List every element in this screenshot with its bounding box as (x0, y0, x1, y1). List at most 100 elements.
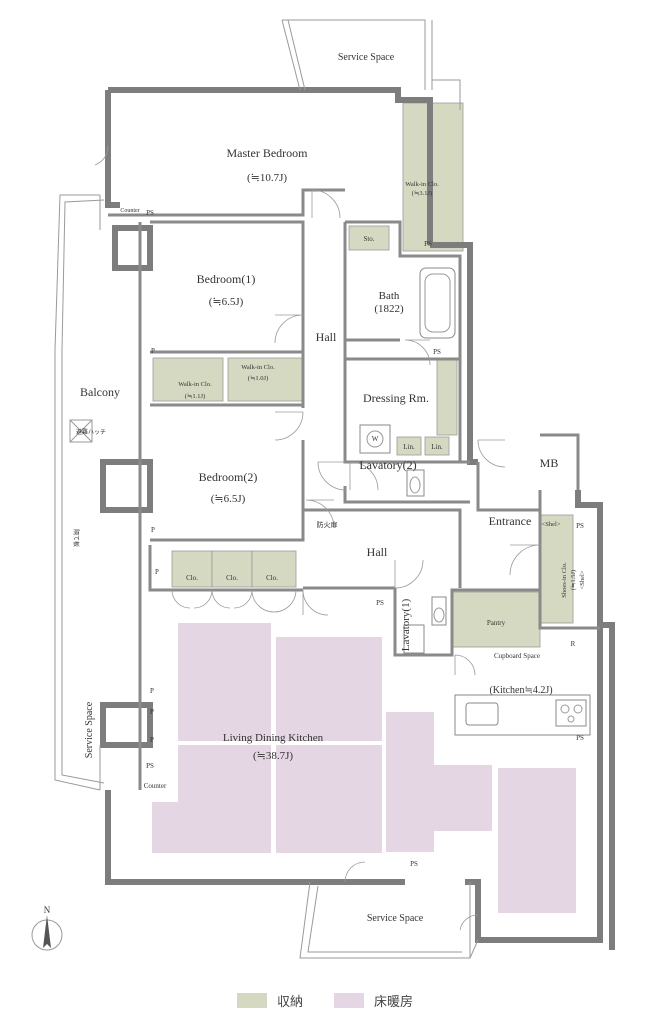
door-hall (317, 461, 347, 491)
ldk-label: Living Dining Kitchen (223, 732, 324, 744)
closet-2 (211, 550, 253, 588)
lin1-label: Lin. (403, 443, 415, 451)
r-label: R (571, 640, 576, 648)
storage-lin-1 (396, 436, 422, 456)
door-balcony-top (94, 144, 109, 166)
master-bedroom-label: Master Bedroom (227, 146, 309, 160)
service-space-bottom-label: Service Space (367, 913, 424, 924)
bath-size: (1822) (374, 303, 404, 315)
entrance-label: Entrance (489, 514, 532, 528)
legend-floor-heating: 床暖房 (334, 991, 413, 1010)
kitchen-label: (Kitchen≒4.2J) (489, 685, 552, 696)
walkin-closet-a (152, 357, 224, 402)
shel-bottom-label: <Shel> (579, 570, 586, 589)
ps-label: PS (376, 599, 384, 607)
evac-hatch-label: 避難ハッチ (76, 428, 106, 436)
walkin-a-size: (≒1.1J) (185, 393, 205, 400)
w-label: W (372, 435, 379, 443)
legend-storage-label: 収納 (277, 995, 304, 1010)
evacuation-hatch (69, 419, 93, 443)
door-pantry (454, 654, 476, 676)
legend-storage-swatch (237, 993, 267, 1008)
door-bedroom2 (274, 411, 304, 441)
door-closet-left (171, 589, 213, 609)
floor-heating-zones (152, 623, 576, 913)
p-label: P (150, 708, 154, 716)
ps-label: PS (433, 348, 441, 356)
door-service-bottom (344, 861, 366, 883)
pantry-label: Pantry (487, 619, 506, 627)
heat-zone (152, 802, 178, 853)
ps-label: PS (576, 522, 584, 530)
room-labels: Service Space Master Bedroom (≒10.7J) Wa… (44, 52, 586, 924)
shel-top-label: <Shel> (542, 521, 561, 528)
bedroom2-size: (≒6.5J) (211, 493, 246, 505)
bedroom2-label: Bedroom(2) (199, 470, 258, 484)
sink (465, 702, 499, 726)
clo1-label: Clo. (186, 574, 198, 582)
p-label: P (151, 347, 155, 355)
legend-storage: 収納 (237, 991, 303, 1010)
door-bedroom1 (274, 314, 304, 344)
heat-zone (178, 745, 271, 853)
p-label: P (150, 736, 154, 744)
sto-label: Sto. (363, 235, 374, 243)
pantry (451, 591, 541, 648)
storage-lin-2 (424, 436, 450, 456)
counter-bottom-label: Counter (144, 782, 167, 790)
service-space-left-label: Service Space (84, 701, 95, 758)
fire-door-label: 防火扉 (317, 520, 338, 529)
ps-label: PS (146, 209, 154, 217)
mb-label: MB (540, 456, 559, 470)
storage-dressing (436, 359, 458, 436)
door-mb (477, 439, 506, 468)
ldk-size: (≒38.7J) (253, 750, 293, 762)
door-closet-mid (211, 589, 253, 609)
door-lavatory1 (394, 559, 424, 589)
ps-label: PS (410, 860, 418, 868)
walkin-closet-b (227, 357, 304, 402)
shoes-in-closet (539, 514, 574, 624)
lin2-label: Lin. (431, 443, 443, 451)
service-space-bottom-area (299, 881, 479, 959)
storage-sto (348, 225, 390, 251)
ps-label: PS (146, 762, 154, 770)
walkin-b-label: Walk-in Clo. (241, 364, 275, 371)
door-ldk (302, 589, 329, 616)
walkin-master-label: Walk-in Clo. (405, 181, 439, 188)
bath-label: Bath (379, 290, 400, 302)
storage-areas (152, 102, 574, 648)
bedroom1-size: (≒6.5J) (209, 296, 244, 308)
walkin-b-size: (≒1.0J) (248, 375, 268, 382)
ps-label: PS (576, 734, 584, 742)
clo2-label: Clo. (226, 574, 238, 582)
north-label: N (44, 905, 51, 915)
closet-3 (251, 550, 297, 588)
heat-zone (434, 765, 492, 831)
kitchen-counter (454, 694, 591, 736)
door-fire (305, 499, 335, 529)
walkin-a-label: Walk-in Clo. (178, 381, 212, 388)
legend-floor-heating-label: 床暖房 (374, 995, 414, 1010)
bedroom1-label: Bedroom(1) (197, 272, 256, 286)
ps-label: PS (424, 240, 432, 248)
legend-floor-heating-swatch (334, 993, 364, 1008)
door-service-right (459, 914, 479, 931)
p-label: P (150, 687, 154, 695)
counter-top-label: Counter (120, 208, 139, 214)
door-entrance (509, 544, 541, 576)
door-bath (404, 339, 431, 366)
balcony-label: Balcony (80, 385, 120, 399)
shoes-in-size: (≒1.5J) (570, 570, 577, 590)
dressing-label: Dressing Rm. (363, 391, 429, 405)
service-space-top-label: Service Space (338, 52, 395, 63)
balcony-rail (54, 194, 105, 791)
partition-label: 隔て板 (72, 529, 80, 547)
clo3-label: Clo. (266, 574, 278, 582)
p-label: P (155, 568, 159, 576)
heat-zone (498, 768, 576, 913)
legend: 収納 床暖房 (0, 985, 648, 1015)
lavatory1-label: Lavatory(1) (400, 598, 412, 651)
door-lavatory2 (349, 461, 379, 491)
door-master (311, 189, 341, 219)
